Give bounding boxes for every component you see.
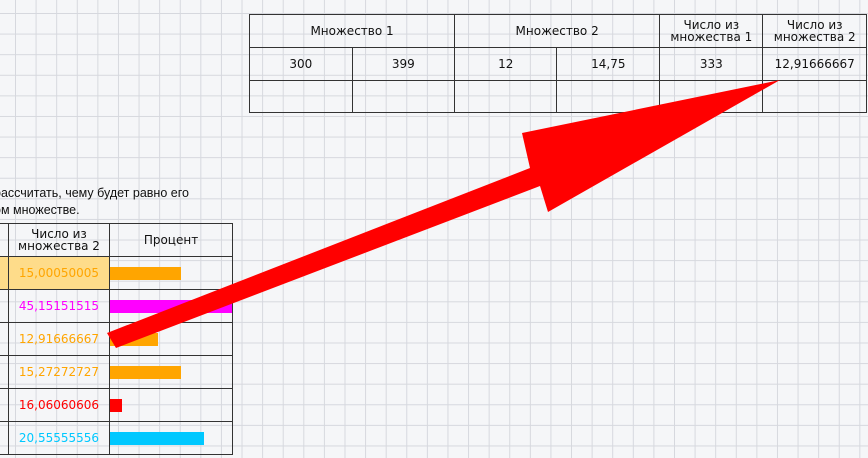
percent-bar <box>110 266 181 280</box>
header-percent: Процент <box>109 223 233 257</box>
header-number-set-2: Число из множества 2 <box>762 14 867 48</box>
value-cell[interactable]: 45,15151515 <box>8 289 110 323</box>
percent-cell[interactable] <box>109 355 233 389</box>
value-cell[interactable]: 20,55555556 <box>8 421 110 455</box>
percent-cell[interactable] <box>109 421 233 455</box>
cell[interactable]: 12 <box>454 47 558 81</box>
value-cell[interactable]: 12,91666667 <box>8 322 110 356</box>
cell[interactable]: 300 <box>249 47 353 81</box>
header-set-2: Множество 2 <box>454 14 661 48</box>
cell[interactable]: 14,75 <box>556 47 661 81</box>
header-set-1: Множество 1 <box>248 14 456 48</box>
value-cell[interactable]: 15,00050005 <box>8 256 110 290</box>
table-row: 20,55555556 <box>0 421 233 455</box>
cell[interactable]: 12,91666667 <box>762 47 867 81</box>
value-cell[interactable]: 16,06060606 <box>8 388 110 422</box>
table-row: 15,27272727 <box>0 355 233 389</box>
cell[interactable] <box>249 80 353 113</box>
percent-bar <box>110 398 123 412</box>
cell[interactable]: 399 <box>351 47 456 81</box>
percent-bar <box>110 365 181 379</box>
table-row: 12,91666667 <box>0 322 233 356</box>
percent-bar <box>110 431 204 445</box>
red-arrow <box>107 80 780 348</box>
table-row: 16,06060606 <box>0 388 233 422</box>
cell[interactable] <box>454 80 558 113</box>
instruction-text: рассчитать, чему будет равно его ом множ… <box>0 185 189 219</box>
note-line: ом множестве. <box>0 203 80 217</box>
cell[interactable] <box>762 80 867 113</box>
percent-cell[interactable] <box>109 388 233 422</box>
note-line: рассчитать, чему будет равно его <box>0 186 189 200</box>
results-table: Число из множества 2 Процент 15,00050005… <box>0 223 233 455</box>
